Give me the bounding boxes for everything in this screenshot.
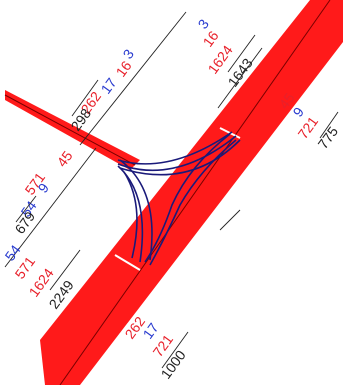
label-group-e: 45 9 721 775 xyxy=(275,90,341,152)
turn-line xyxy=(117,131,233,165)
label-group-w: 45 571 9 54 679 xyxy=(11,148,75,237)
label-e-total: 775 xyxy=(314,123,341,151)
label-group-nw: 3 16 17 262 298 xyxy=(67,46,137,134)
main-road-centerline xyxy=(59,0,331,385)
total-underlines xyxy=(15,34,339,369)
turn-line xyxy=(117,135,237,172)
turn-movements xyxy=(117,131,241,266)
main-road xyxy=(40,0,343,385)
label-nw-blue2: 17 xyxy=(97,75,119,97)
turn-line xyxy=(119,159,153,261)
turn-line xyxy=(123,171,138,259)
junction-separator-bottom xyxy=(114,254,141,271)
label-w-red: 45 xyxy=(53,148,75,170)
label-leaders xyxy=(4,11,263,268)
label-group-s: 262 17 721 1000 xyxy=(121,313,188,381)
turn-line xyxy=(144,133,231,263)
label-group-sw: 54 571 1624 2249 xyxy=(1,242,76,312)
label-ne-red: 16 xyxy=(199,28,221,50)
turn-line xyxy=(119,139,241,176)
label-group-ne: 3 16 1624 1643 xyxy=(194,16,255,90)
turn-line xyxy=(149,139,237,266)
side-road-edge xyxy=(4,94,136,166)
